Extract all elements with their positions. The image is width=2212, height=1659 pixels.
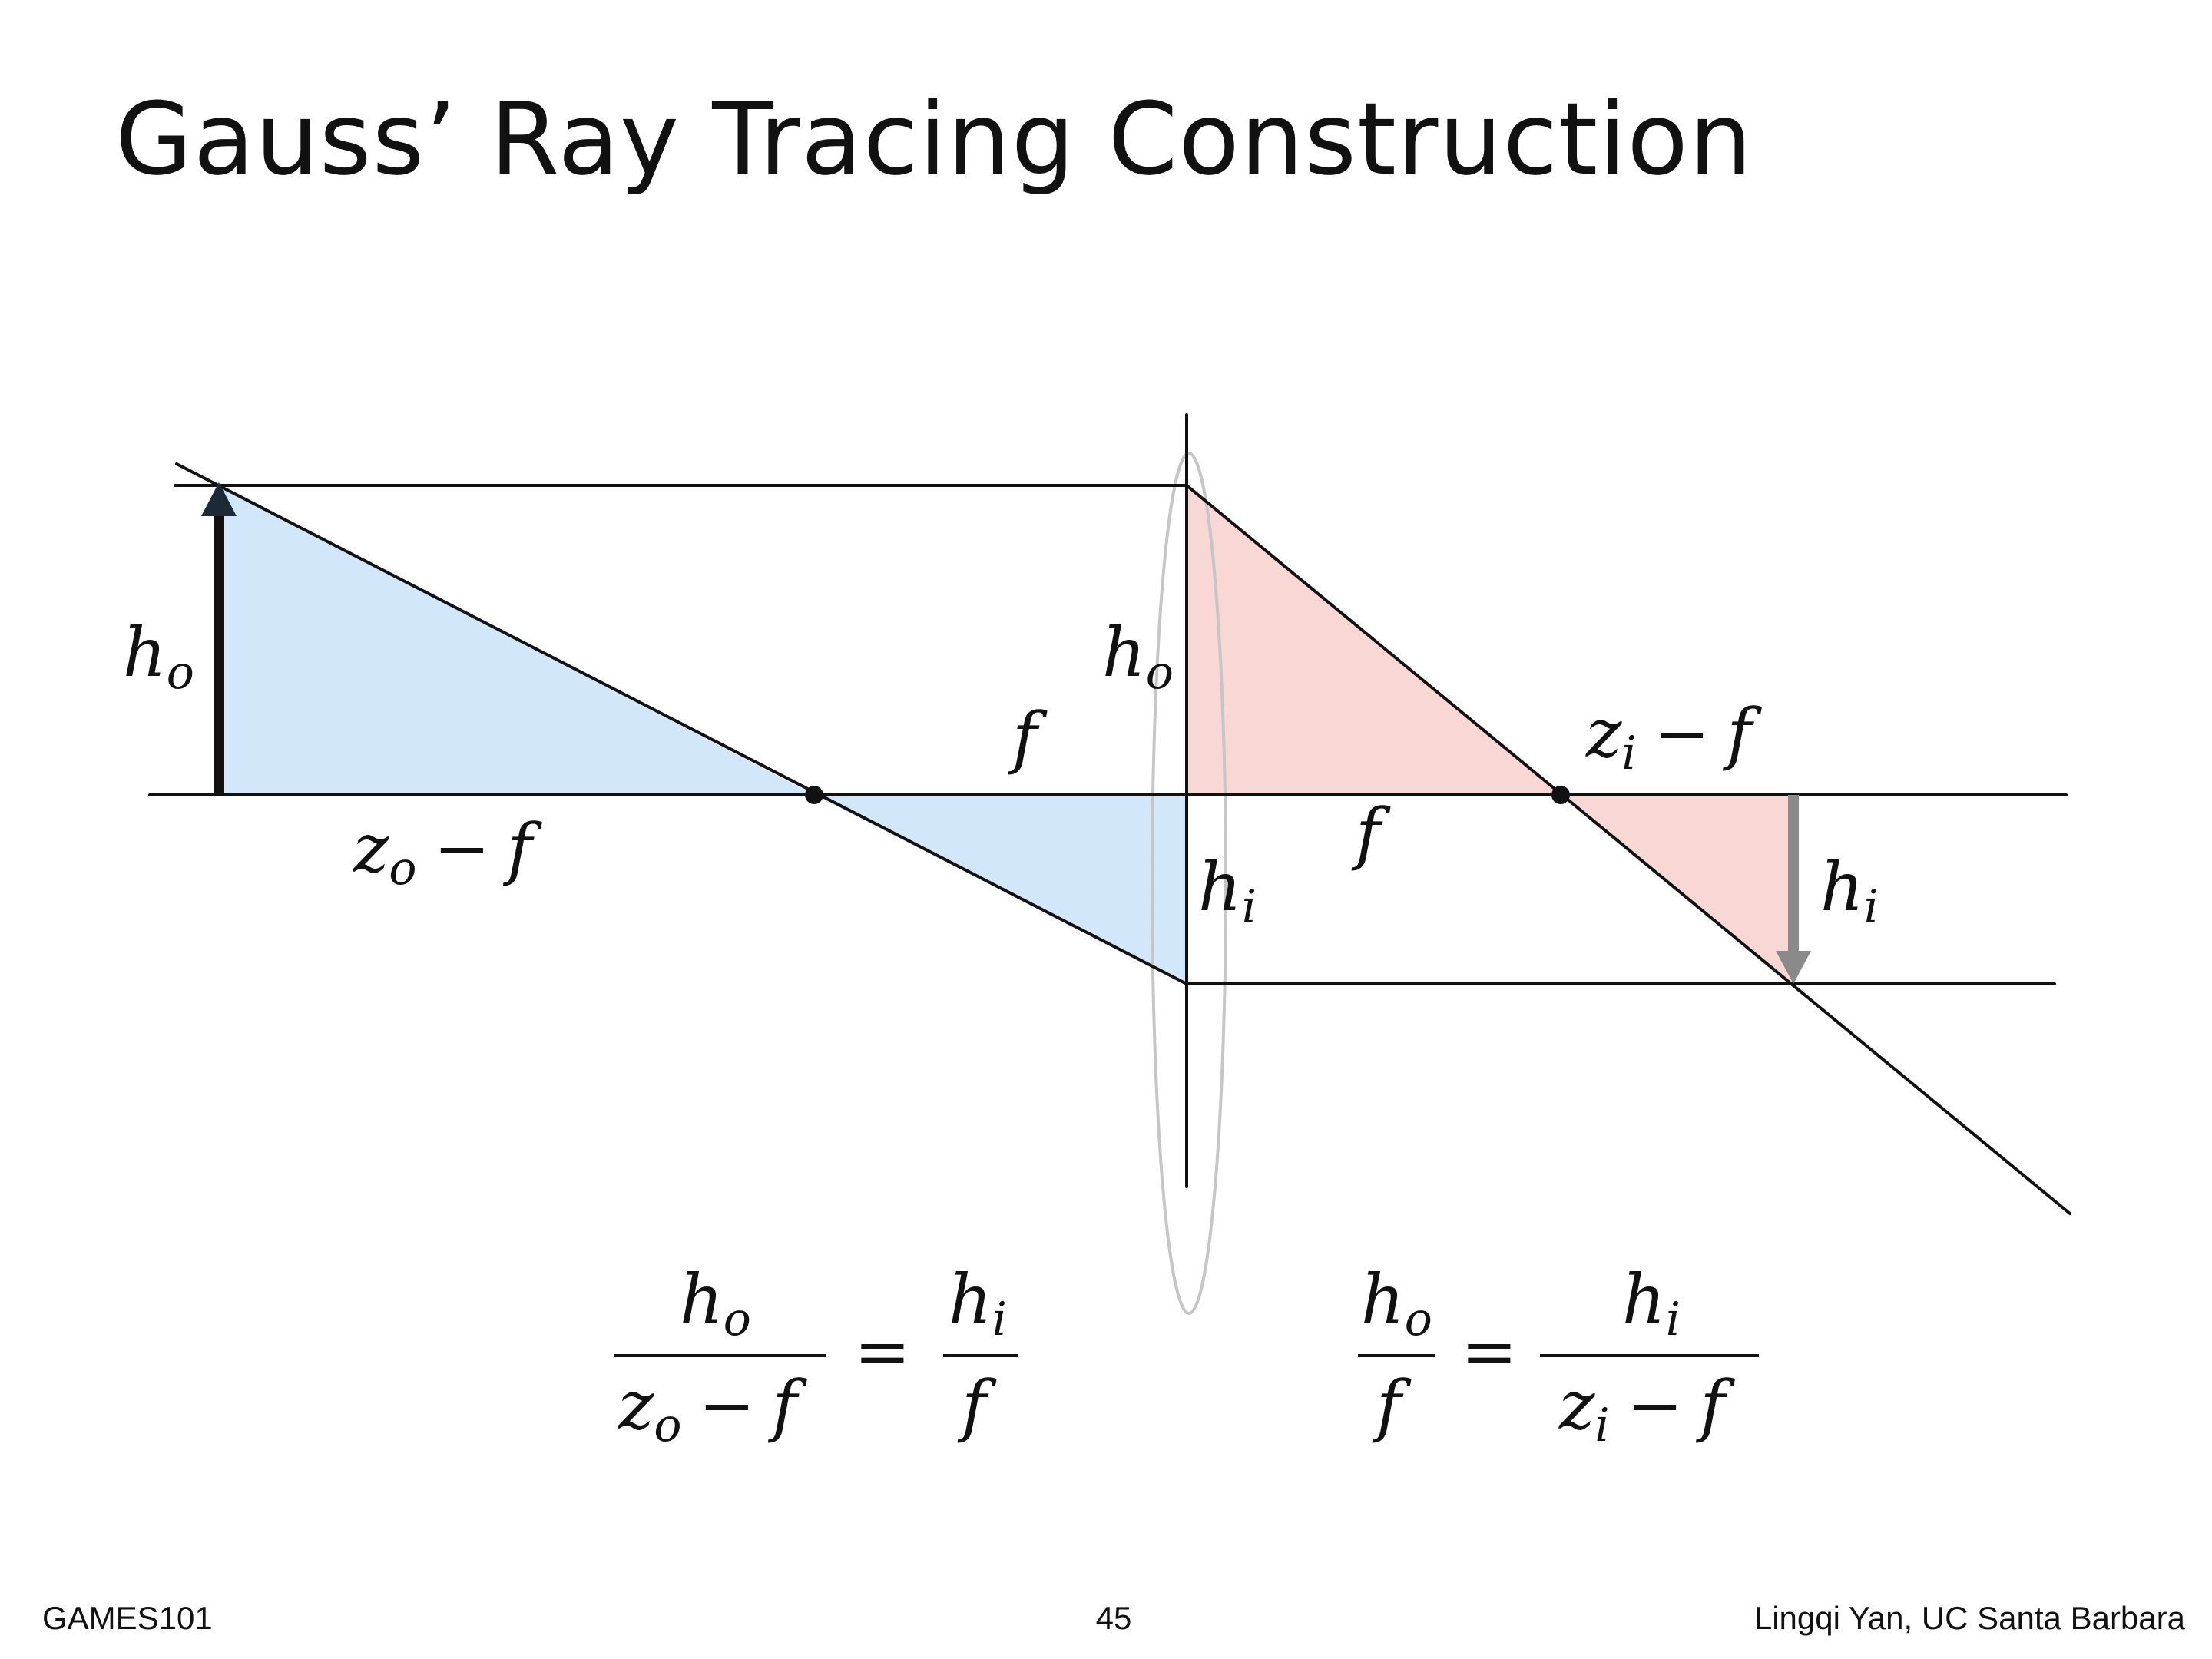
label-object-height-at-lens: ho [1102,613,1174,700]
chief-ray-object-side [175,462,1188,985]
refracted-ray-image-side [1185,484,2071,1215]
eq2-equals: = [1461,1312,1518,1391]
object-arrow-head [201,482,237,516]
label-object-focal-length: f [1008,697,1048,777]
eq1-numerator-right: hi [949,1260,1007,1346]
lens-outline [1151,452,1227,1315]
label-object-distance: zo−f [353,809,542,896]
eq1-denominator-right: f [957,1366,997,1445]
equation-right: ho f = hi zi−f [1358,1260,1759,1452]
eq2-numerator-left: ho [1361,1260,1432,1346]
eq1-denominator-left: zo−f [618,1366,807,1452]
eq1-equals: = [854,1312,911,1391]
eq2-denominator-left: f [1372,1366,1412,1445]
focal-point-object-side [805,786,823,804]
equation-left: ho zo−f = hi f [614,1260,1018,1452]
eq2-numerator-right: hi [1622,1260,1681,1346]
slide-title: Gauss’ Ray Tracing Construction [115,81,1753,197]
label-image-focal-length: f [1351,793,1391,873]
label-image-height: hi [1820,847,1879,934]
footer-course: GAMES101 [42,1600,213,1636]
label-image-distance: zi−f [1585,694,1762,780]
eq1-numerator-left: ho [680,1260,751,1346]
image-arrow-head [1776,951,1811,984]
label-object-height: ho [123,613,194,700]
footer-author: Lingqi Yan, UC Santa Barbara [1753,1600,2185,1636]
eq2-denominator-right: zi−f [1558,1366,1735,1452]
label-image-height-at-lens: hi [1198,847,1257,934]
focal-point-image-side [1551,786,1570,804]
footer-page-number: 45 [1095,1600,1132,1636]
